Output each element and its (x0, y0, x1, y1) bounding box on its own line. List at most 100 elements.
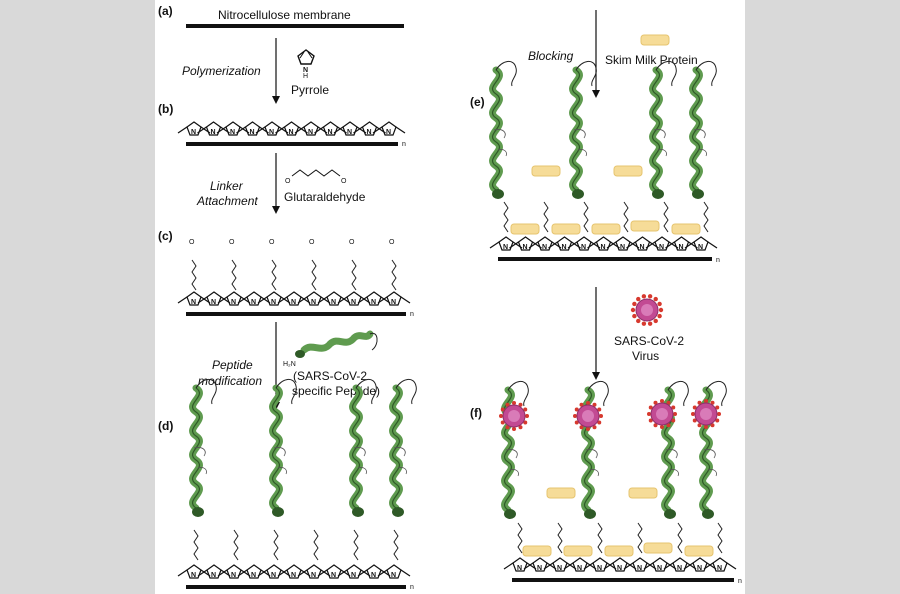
sars-cov-2-virus (573, 401, 603, 431)
glutaraldehyde-structure-icon: O O (285, 169, 347, 185)
linker (663, 201, 669, 233)
milk-protein (604, 545, 634, 557)
membrane-bar-d (186, 585, 406, 589)
aldehyde-oxygen: O (389, 239, 395, 246)
linker-arrowhead (272, 206, 280, 214)
pyrrole-ring (606, 236, 640, 252)
pyrrole-ring (197, 291, 231, 307)
peptide-label-2: modification (198, 374, 262, 388)
linker (557, 522, 563, 554)
milk-protein (591, 223, 621, 235)
linker (517, 522, 523, 554)
pyrrole-ring (257, 291, 291, 307)
membrane-bar-b (186, 142, 398, 146)
peptide-helix (504, 381, 528, 519)
pyrrole-ring (237, 564, 271, 580)
pyrrole-ring (337, 564, 371, 580)
pyrrole-ring (543, 557, 577, 573)
pyrrole-ring (377, 291, 411, 307)
pyrrole-ring (583, 557, 617, 573)
pyrrole-ring (586, 236, 621, 252)
pyrrole-ring (523, 557, 557, 573)
linker (703, 201, 709, 233)
svg-text:O: O (341, 178, 347, 185)
aldehyde-oxygen: O (189, 239, 195, 246)
pyrrole-ring (177, 564, 211, 580)
pyrrole-ring (603, 557, 637, 573)
svg-text:H: H (303, 73, 308, 80)
pyrrole-ring (664, 236, 699, 252)
aldehyde-oxygen: O (349, 239, 355, 246)
virus-label-1: SARS-CoV-2 (614, 334, 684, 348)
linker (717, 522, 723, 554)
virus-arrowhead (592, 372, 600, 380)
peptide-label-1: Peptide (212, 358, 253, 372)
pyrrole-ring (313, 121, 348, 137)
linker-label-2: Attachment (196, 194, 258, 208)
panel-label-f: (f) (470, 406, 482, 420)
pyrrole-ring (623, 557, 657, 573)
milk-protein (531, 165, 561, 177)
pyrrole-ring (297, 291, 331, 307)
polypyrrole-chain-f (503, 557, 737, 573)
milk-protein (630, 220, 660, 232)
glutaraldehyde-linker (231, 259, 237, 291)
milk-protein (684, 545, 714, 557)
pyrrole-ring (528, 236, 562, 252)
pyrrole-ring (255, 121, 289, 137)
svg-text:H₂N: H₂N (283, 361, 296, 368)
pyrrole-ring (317, 564, 351, 580)
pyrrole-ring (663, 557, 697, 573)
pyrrole-ring (352, 121, 387, 137)
pyrrole-ring (196, 121, 231, 137)
sars-cov-2-virus (691, 399, 721, 429)
pyrrole-ring (563, 557, 597, 573)
pyrrole-monomer-icon: N H (297, 49, 315, 80)
sars-cov-2-virus (647, 399, 677, 429)
glutaraldehyde-linker (311, 259, 317, 291)
milk-protein-label: Skim Milk Protein (605, 53, 698, 67)
milk-proteins-e (510, 165, 701, 235)
pyrrole-ring (237, 291, 271, 307)
milk-protein (522, 545, 552, 557)
virus-label-2: Virus (632, 349, 659, 363)
linker (273, 529, 279, 561)
peptide-helix (572, 61, 596, 199)
milk-protein (563, 545, 593, 557)
pyrrole-ring (297, 564, 331, 580)
polypyrrole-chain-e (489, 236, 718, 252)
pyrrole-ring (645, 236, 679, 252)
milk-proteins-f (522, 487, 714, 557)
polymerization-label: Polymerization (182, 64, 261, 78)
membrane-bar-f (512, 578, 734, 582)
polypyrrole-chain-b (177, 121, 406, 137)
linker (393, 529, 399, 561)
polymerization-arrowhead (272, 96, 280, 104)
peptide-helices-d (192, 379, 416, 517)
linker (583, 201, 589, 233)
pyrrole-ring (333, 121, 367, 137)
glutaraldehyde-label: Glutaraldehyde (284, 190, 366, 204)
pyrrole-ring (177, 291, 211, 307)
glutaraldehyde-linker (191, 259, 197, 291)
pyrrole-ring (357, 291, 391, 307)
blocking-arrowhead (592, 90, 600, 98)
glutaraldehyde-linker (271, 259, 277, 291)
glutaraldehyde-linker (391, 259, 397, 291)
peptide-helix (392, 379, 416, 517)
pyrrole-ring (337, 291, 371, 307)
pyrrole-ring (625, 236, 660, 252)
polypyrrole-chain-d (177, 564, 411, 580)
subscript-n-d: n (410, 584, 414, 591)
peptide-reagent-line1: (SARS-CoV-2 (293, 369, 367, 383)
membrane-title: Nitrocellulose membrane (218, 8, 351, 22)
linker (677, 522, 683, 554)
peptide-helices-f (504, 381, 726, 519)
aldehyde-oxygen: O (309, 239, 315, 246)
pyrrole-ring (197, 564, 231, 580)
panel-label-d: (d) (158, 419, 173, 433)
linker (353, 529, 359, 561)
pyrrole-ring (508, 236, 543, 252)
peptide-helix (652, 61, 676, 199)
